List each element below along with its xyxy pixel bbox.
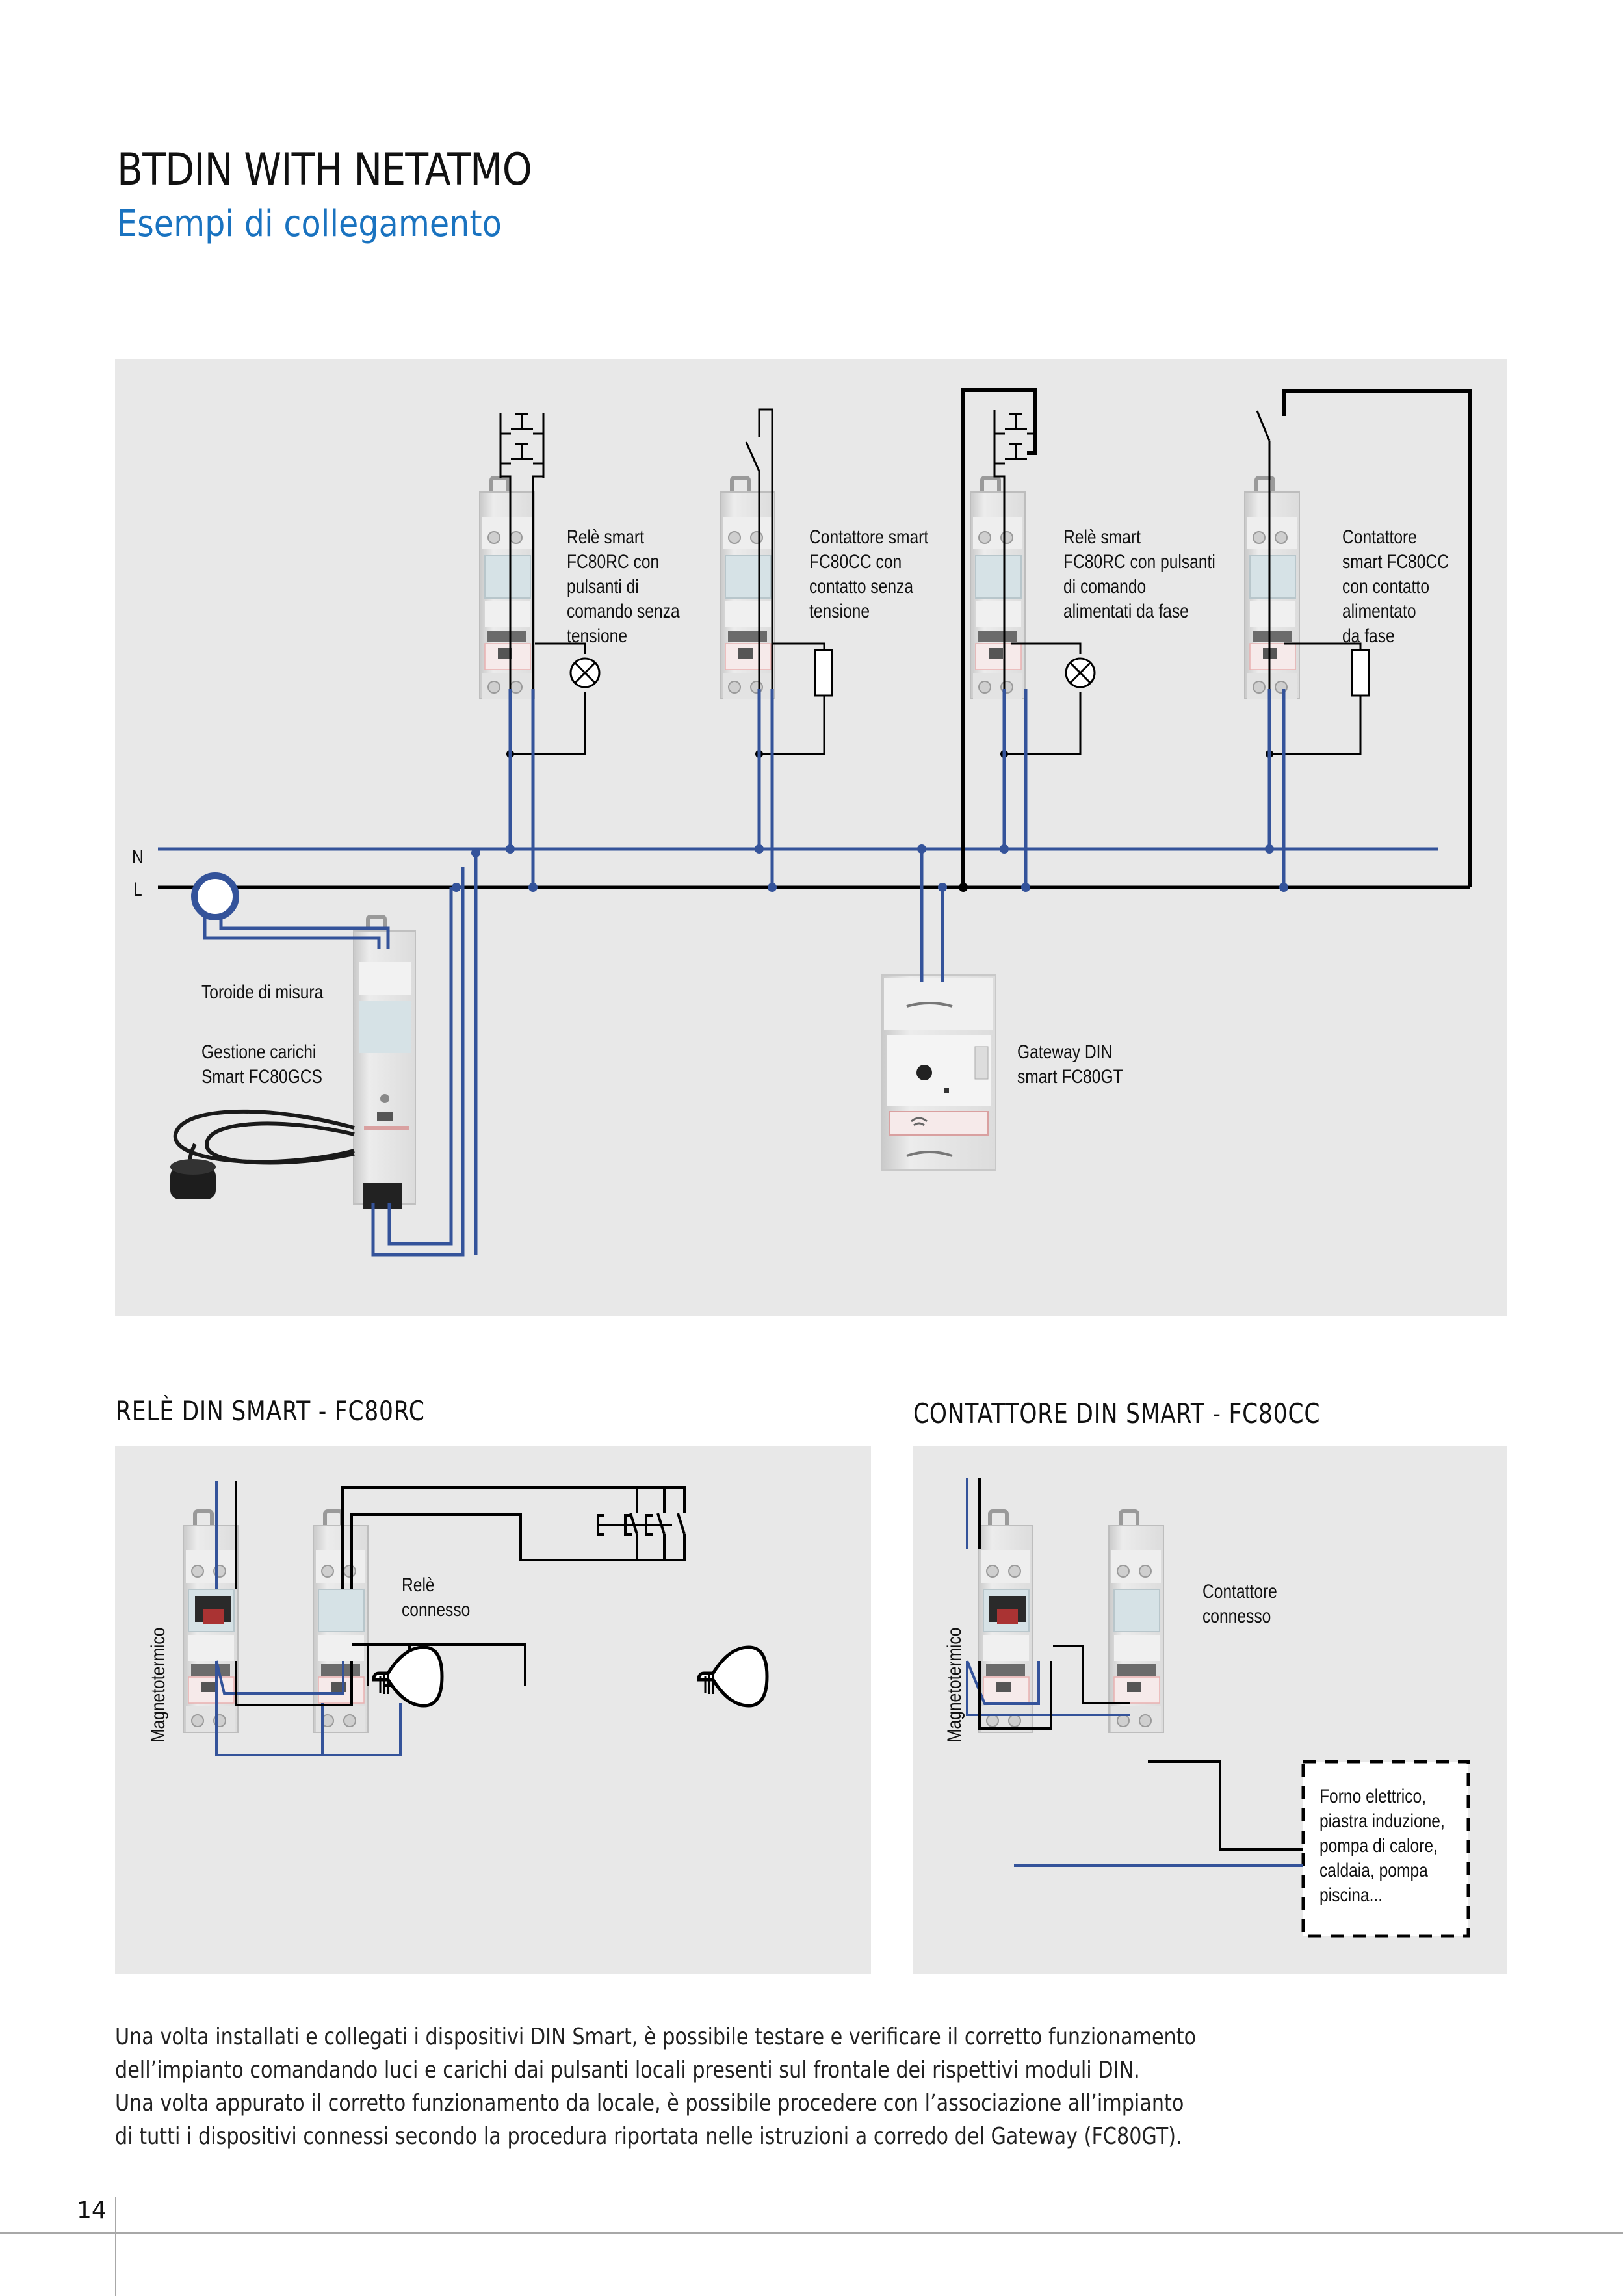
pushbutton-pair-icon-1 bbox=[499, 413, 545, 689]
neutral-bus-label: N bbox=[132, 846, 144, 868]
pushbutton-row-icon bbox=[341, 1486, 686, 1589]
load-box-icon-1 bbox=[814, 649, 833, 697]
rele-wiring-panel bbox=[115, 1446, 871, 1974]
label-line: Relè smart bbox=[1063, 527, 1141, 548]
toroid-ring-icon bbox=[191, 872, 239, 920]
label-line: Relè smart bbox=[567, 527, 644, 548]
generic-load-box bbox=[1301, 1760, 1470, 1938]
label-line: FC80RC con pulsanti bbox=[1063, 551, 1215, 573]
phase-loop-wire-1 bbox=[961, 388, 1037, 887]
toroid-wiring bbox=[203, 867, 465, 1257]
pushbutton-pair-icon-2 bbox=[993, 410, 1082, 755]
label-line: Relè bbox=[402, 1574, 435, 1596]
label-line: pulsanti di bbox=[567, 576, 639, 597]
label-line: FC80RC con bbox=[567, 551, 660, 573]
breaker-label-contattore: Magnetotermico bbox=[944, 1627, 965, 1742]
label-line: connesso bbox=[1202, 1606, 1271, 1627]
footer-rule-vertical bbox=[115, 2197, 116, 2296]
paragraph-line: Una volta appurato il corretto funzionam… bbox=[115, 2090, 1184, 2117]
gateway-fc80gt-image bbox=[881, 974, 996, 1171]
label-line: alimentati da fase bbox=[1063, 601, 1189, 622]
label-line: piastra induzione, bbox=[1319, 1810, 1445, 1832]
page-number: 14 bbox=[77, 2197, 107, 2224]
contattore-connesso-label: Contattore connesso bbox=[1202, 1580, 1277, 1629]
label-line: con contatto bbox=[1342, 576, 1430, 597]
label-line: tensione bbox=[809, 601, 870, 622]
gateway-label: Gateway DIN smart FC80GT bbox=[1017, 1040, 1123, 1089]
label-line: piscina... bbox=[1319, 1885, 1383, 1906]
phase-loop-wire-2 bbox=[1282, 389, 1472, 887]
light-bulb-icon-1 bbox=[372, 1645, 444, 1708]
label-line: Gateway DIN bbox=[1017, 1041, 1113, 1063]
label-line: Contattore bbox=[1202, 1581, 1277, 1602]
device-label-1: Relè smart FC80RC con pulsanti di comand… bbox=[567, 525, 680, 649]
description-paragraph: Una volta installati e collegati i dispo… bbox=[115, 2020, 1196, 2153]
label-line: caldaia, pompa bbox=[1319, 1860, 1428, 1881]
load-manager-fc80gcs-image bbox=[353, 915, 416, 1209]
load-manager-label: Gestione carichi Smart FC80GCS bbox=[201, 1040, 322, 1089]
section-title-rele: RELÈ DIN SMART - FC80RC bbox=[116, 1395, 425, 1427]
toroid-label: Toroide di misura bbox=[201, 982, 324, 1003]
device-label-3: Relè smart FC80RC con pulsanti di comand… bbox=[1063, 525, 1215, 624]
label-line: Smart FC80GCS bbox=[201, 1066, 322, 1088]
label-line: smart FC80GT bbox=[1017, 1066, 1123, 1088]
toroid-clamp-image bbox=[170, 1159, 216, 1199]
label-line: connesso bbox=[402, 1599, 471, 1621]
load-examples-label: Forno elettrico, piastra induzione, pomp… bbox=[1319, 1784, 1445, 1908]
label-line: comando senza bbox=[567, 601, 680, 622]
paragraph-line: di tutti i dispositivi connessi secondo … bbox=[115, 2123, 1182, 2150]
label-line: Gestione carichi bbox=[201, 1041, 317, 1063]
switch-contact-icon-1 bbox=[745, 408, 825, 755]
label-line: FC80CC con bbox=[809, 551, 902, 573]
light-bulb-icon-2 bbox=[697, 1645, 769, 1708]
label-line: da fase bbox=[1342, 625, 1395, 647]
label-line: di comando bbox=[1063, 576, 1147, 597]
paragraph-line: Una volta installati e collegati i dispo… bbox=[115, 2024, 1197, 2050]
footer-rule-horizontal bbox=[0, 2232, 1623, 2234]
label-line: Contattore smart bbox=[809, 527, 929, 548]
label-line: contatto senza bbox=[809, 576, 914, 597]
paragraph-line: dell’impianto comandando luci e carichi … bbox=[115, 2057, 1140, 2083]
section-title-contattore: CONTATTORE DIN SMART - FC80CC bbox=[913, 1398, 1321, 1429]
label-line: alimentato bbox=[1342, 601, 1416, 622]
label-line: pompa di calore, bbox=[1319, 1835, 1438, 1857]
contattore-connesso-image bbox=[1109, 1511, 1163, 1732]
load-box-icon-2 bbox=[1351, 649, 1370, 697]
device-label-4: Contattore smart FC80CC con contatto ali… bbox=[1342, 525, 1449, 649]
label-line: Forno elettrico, bbox=[1319, 1786, 1427, 1807]
label-line: Contattore bbox=[1342, 527, 1417, 548]
phase-bus-label: L bbox=[133, 879, 142, 900]
device-label-2: Contattore smart FC80CC con contatto sen… bbox=[809, 525, 928, 624]
label-line: smart FC80CC bbox=[1342, 551, 1449, 573]
label-line: tensione bbox=[567, 625, 628, 647]
page-title: BTDIN WITH NETATMO bbox=[117, 144, 532, 196]
page-subtitle: Esempi di collegamento bbox=[117, 203, 502, 245]
switch-contact-icon-2 bbox=[1256, 410, 1362, 755]
rele-connesso-label: Relè connesso bbox=[402, 1573, 470, 1623]
